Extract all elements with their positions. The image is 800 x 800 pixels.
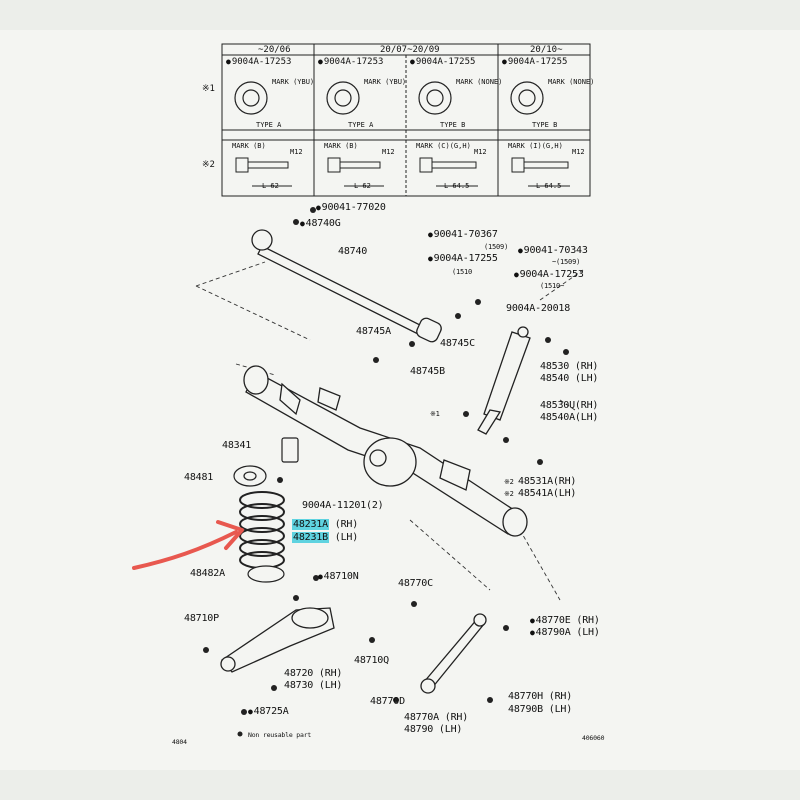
- part-label-90041-77020: 90041-77020: [316, 202, 386, 213]
- part-col1: 9004A-17253: [226, 57, 292, 67]
- bolt-label: MARK (B): [324, 142, 358, 150]
- nut-icons: [234, 81, 544, 115]
- part-label-48541A: 48541A(LH): [518, 488, 577, 499]
- part-label-48770C: 48770C: [398, 578, 433, 589]
- diagram-paper: [0, 30, 800, 770]
- part-label-48231A: 48231A (RH): [292, 519, 358, 530]
- bolt-profiles: [235, 157, 570, 187]
- lower-control-arm: [220, 607, 335, 673]
- note-mark: ※1: [430, 410, 440, 418]
- part-label-48745C: 48745C: [440, 338, 475, 349]
- legend-text: Non reusable part: [248, 731, 312, 739]
- bump-stopper: [281, 437, 299, 463]
- part-label-9004A-20018: 9004A-20018: [506, 303, 571, 314]
- spec-table-grid: [221, 43, 591, 197]
- part-label-48740G: 48740G: [300, 218, 341, 229]
- date-range-label: ~(1509): [552, 258, 581, 266]
- mark-label: MARK (YBU): [272, 78, 315, 86]
- part-label-48710P: 48710P: [184, 613, 219, 624]
- type-label: TYPE A: [348, 121, 374, 129]
- type-label: TYPE B: [532, 121, 558, 129]
- fasteners: [203, 207, 569, 737]
- mark-label: MARK (NONE): [456, 78, 503, 86]
- diagram-code: 406060: [582, 734, 605, 742]
- lateral-rod: [420, 613, 487, 694]
- red-arrow-head: [216, 520, 244, 550]
- length-label: L 64.5: [536, 182, 562, 190]
- bolt-label: MARK (I)(G,H): [508, 142, 563, 150]
- part-col4: 9004A-17255: [502, 57, 568, 67]
- part-label-48740: 48740: [338, 246, 368, 257]
- part-label-48720: 48720 (RH): [284, 668, 343, 679]
- row2-mark: ※2: [202, 160, 215, 170]
- part-label-90041-70343: 90041-70343: [518, 245, 588, 256]
- length-label: L 62: [354, 182, 371, 190]
- part-label-48790A: 48790A (LH): [530, 627, 600, 638]
- part-label-48540A: 48540A(LH): [540, 412, 599, 423]
- thread-label: M12: [382, 148, 395, 156]
- thread-label: M12: [572, 148, 585, 156]
- bolt-label: MARK (B): [232, 142, 266, 150]
- bolt-label: MARK (C)(G,H): [416, 142, 471, 150]
- page-number: 4804: [172, 738, 187, 746]
- part-label-48482A: 48482A: [190, 568, 225, 579]
- part-label-48730: 48730 (LH): [284, 680, 343, 691]
- part-label-48540: 48540 (LH): [540, 373, 599, 384]
- date-range-label: (1510~: [540, 282, 565, 290]
- rear-axle: [243, 365, 528, 537]
- spring-seat-upper: [233, 465, 267, 487]
- part-label-9004A-17253: 9004A-17253: [514, 269, 584, 280]
- row1-mark: ※1: [202, 84, 215, 94]
- part-label-9004A-11201: 9004A-11201(2): [302, 500, 384, 511]
- part-col2: 9004A-17253: [318, 57, 384, 67]
- part-label-48790: 48790 (LH): [404, 724, 463, 735]
- type-label: TYPE A: [256, 121, 282, 129]
- col1-header: ~20/06: [258, 45, 291, 55]
- side-label: (RH): [334, 519, 359, 530]
- mark-label: MARK (YBU): [364, 78, 407, 86]
- part-label-48710N: 48710N: [318, 571, 359, 582]
- part-label-48530: 48530 (RH): [540, 361, 599, 372]
- part-label-48770D: 48770D: [370, 696, 405, 707]
- length-label: L 62: [262, 182, 279, 190]
- date-range-label: (1510: [452, 268, 473, 276]
- part-label-48770E: 48770E (RH): [530, 615, 600, 626]
- note-mark: ※2: [504, 478, 514, 486]
- part-label-48231B: 48231B (LH): [292, 532, 358, 543]
- part-label-48710Q: 48710Q: [354, 655, 389, 666]
- mark-label: MARK (NONE): [548, 78, 595, 86]
- highlighted-part-number: 48231A: [292, 519, 329, 530]
- upper-control-arm: [251, 229, 442, 343]
- shock-absorber: [477, 326, 531, 435]
- part-label-48790B: 48790B (LH): [508, 704, 573, 715]
- part-label-48745A: 48745A: [356, 326, 391, 337]
- part-label-90041-70367: 90041-70367: [428, 229, 498, 240]
- part-label-48770H: 48770H (RH): [508, 691, 573, 702]
- col3-header: 20/10~: [530, 45, 563, 55]
- part-label-48531A: 48531A(RH): [518, 476, 577, 487]
- type-label: TYPE B: [440, 121, 466, 129]
- part-label-48481: 48481: [184, 472, 214, 483]
- side-label: (LH): [334, 532, 359, 543]
- part-label-9004A-17255: 9004A-17255: [428, 253, 498, 264]
- highlighted-part-number: 48231B: [292, 532, 329, 543]
- coil-spring: [239, 491, 285, 569]
- part-label-48770A: 48770A (RH): [404, 712, 469, 723]
- part-label-48341: 48341: [222, 440, 252, 451]
- part-label-48530U: 48530U(RH): [540, 400, 599, 411]
- spring-seat-lower: [247, 565, 285, 583]
- part-label-48725A: 48725A: [248, 706, 289, 717]
- part-label-48745B: 48745B: [410, 366, 445, 377]
- note-mark: ※2: [504, 490, 514, 498]
- thread-label: M12: [290, 148, 303, 156]
- date-range-label: (1509): [484, 243, 509, 251]
- col2-header: 20/07~20/09: [380, 45, 440, 55]
- length-label: L 64.5: [444, 182, 470, 190]
- part-col3: 9004A-17255: [410, 57, 476, 67]
- thread-label: M12: [474, 148, 487, 156]
- red-arrow-annotation: [132, 530, 238, 570]
